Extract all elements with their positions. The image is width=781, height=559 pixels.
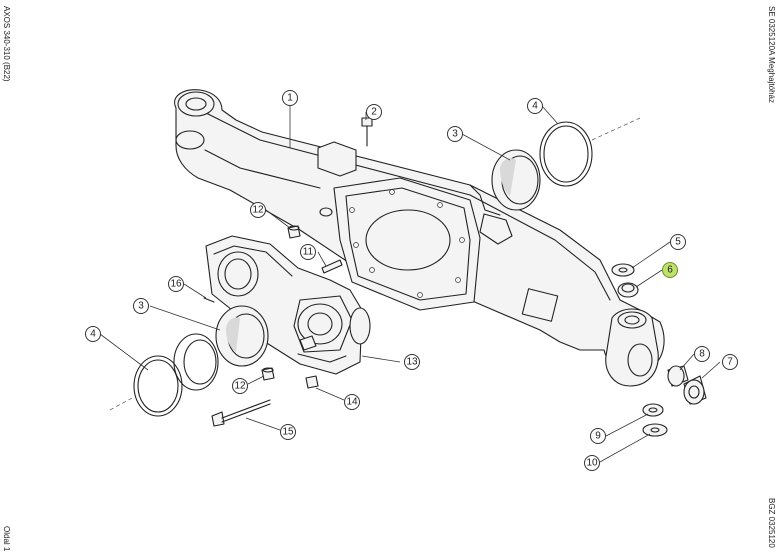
svg-text:7: 7 (727, 357, 733, 368)
dowel-pin-drawing (203, 297, 215, 303)
leader-lines (99, 105, 721, 463)
svg-text:4: 4 (532, 101, 538, 112)
svg-text:12: 12 (252, 205, 264, 216)
axle-housing-drawing (174, 89, 665, 387)
callout-12-upper[interactable]: 12 (250, 202, 266, 218)
svg-text:6: 6 (667, 265, 673, 276)
callout-5[interactable]: 5 (670, 234, 686, 250)
svg-text:10: 10 (586, 458, 598, 469)
callout-6-highlighted[interactable]: 6 (662, 262, 678, 278)
callout-8[interactable]: 8 (694, 346, 710, 362)
callout-1[interactable]: 1 (282, 90, 298, 106)
axis-line-right (591, 117, 641, 141)
breather-bolt-drawing (361, 117, 373, 147)
svg-text:13: 13 (406, 357, 418, 368)
callout-2[interactable]: 2 (366, 104, 382, 120)
svg-text:14: 14 (346, 397, 358, 408)
callout-11[interactable]: 11 (300, 244, 316, 260)
callout-9[interactable]: 9 (590, 428, 606, 444)
callout-3-right[interactable]: 3 (447, 126, 463, 142)
svg-text:9: 9 (595, 431, 601, 442)
right-sleeve-drawing (491, 149, 541, 211)
washer-5-drawing (611, 263, 635, 277)
plug-12-lower-drawing (261, 367, 275, 381)
svg-text:5: 5 (675, 237, 681, 248)
bearing-6-drawing (617, 282, 639, 298)
bushing-8-drawing (667, 365, 689, 387)
svg-text:16: 16 (170, 279, 182, 290)
svg-text:3: 3 (452, 129, 458, 140)
long-bolt-15-drawing (211, 399, 271, 427)
callout-13[interactable]: 13 (404, 354, 420, 370)
callout-16[interactable]: 16 (168, 276, 184, 292)
svg-text:3: 3 (138, 301, 144, 312)
bolt-14-drawing (305, 375, 319, 389)
left-seal-ring-4-drawing (133, 355, 183, 417)
oring-upper-drawing (319, 207, 333, 217)
svg-text:2: 2 (371, 107, 377, 118)
pin-11-drawing (321, 259, 343, 274)
svg-text:8: 8 (699, 349, 705, 360)
callout-15[interactable]: 15 (280, 424, 296, 440)
callout-4-left[interactable]: 4 (85, 326, 101, 342)
washer-9-drawing (642, 403, 664, 417)
carrier-housing-drawing (205, 235, 371, 375)
callout-10[interactable]: 10 (584, 455, 600, 471)
right-seal-ring-drawing (539, 121, 593, 187)
callout-3-left[interactable]: 3 (133, 298, 149, 314)
callout-7[interactable]: 7 (722, 354, 738, 370)
left-sleeve-3-drawing (173, 333, 219, 391)
callout-12-lower[interactable]: 12 (232, 378, 248, 394)
svg-text:11: 11 (303, 247, 314, 258)
callout-4-right[interactable]: 4 (527, 98, 543, 114)
washer-10-drawing (642, 423, 668, 437)
left-sleeve-16-drawing (215, 305, 269, 367)
svg-text:15: 15 (282, 427, 294, 438)
seal-7-drawing (683, 375, 707, 405)
svg-text:12: 12 (234, 381, 246, 392)
svg-text:1: 1 (287, 93, 293, 104)
axis-line-left (109, 397, 133, 411)
svg-text:4: 4 (90, 329, 96, 340)
plug-12-upper-drawing (287, 225, 301, 239)
callout-14[interactable]: 14 (344, 394, 360, 410)
